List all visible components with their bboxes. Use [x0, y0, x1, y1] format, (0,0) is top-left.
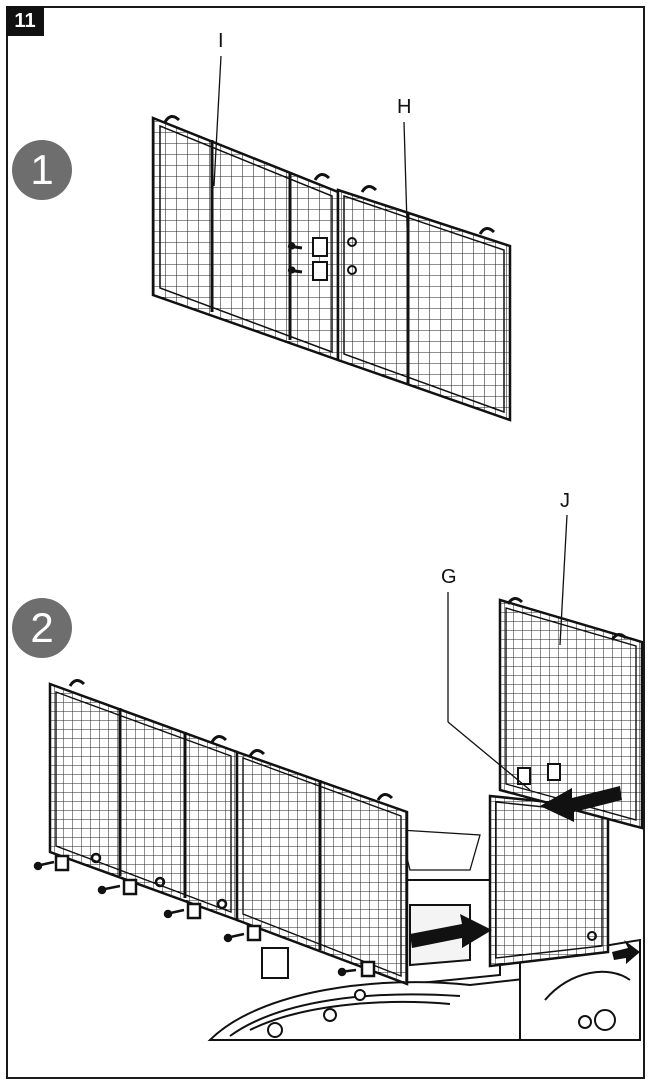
- callout-j: J: [560, 490, 570, 512]
- screen-panel-left-1: [48, 679, 239, 922]
- screen-panel-i: [151, 115, 340, 362]
- figure-frame: [6, 6, 645, 1079]
- leader-line-h: [403, 121, 409, 259]
- callout-i: I: [218, 30, 224, 52]
- arrow-right-icon: [410, 914, 492, 948]
- step-2-badge: 2: [12, 598, 72, 658]
- figure-number: 11: [6, 6, 44, 36]
- callout-h: H: [397, 96, 412, 118]
- step-2-illustration: [33, 514, 644, 1041]
- leader-line-j: [559, 514, 568, 646]
- screen-panel-left-2: [235, 749, 409, 986]
- callout-g: G: [441, 566, 457, 588]
- direction-arrows: [410, 786, 640, 964]
- arrow-left-icon: [540, 786, 622, 822]
- mounting-bolts: [33, 852, 376, 978]
- screen-panel-g: [488, 794, 610, 968]
- screen-panel-j: [498, 597, 644, 830]
- connector-brackets: [287, 237, 357, 281]
- arrow-small-icon: [612, 940, 640, 964]
- screen-panel-h: [336, 185, 512, 422]
- leader-line-i: [213, 55, 222, 187]
- step-1-illustration: [151, 55, 512, 422]
- step-1-badge: 1: [12, 140, 72, 200]
